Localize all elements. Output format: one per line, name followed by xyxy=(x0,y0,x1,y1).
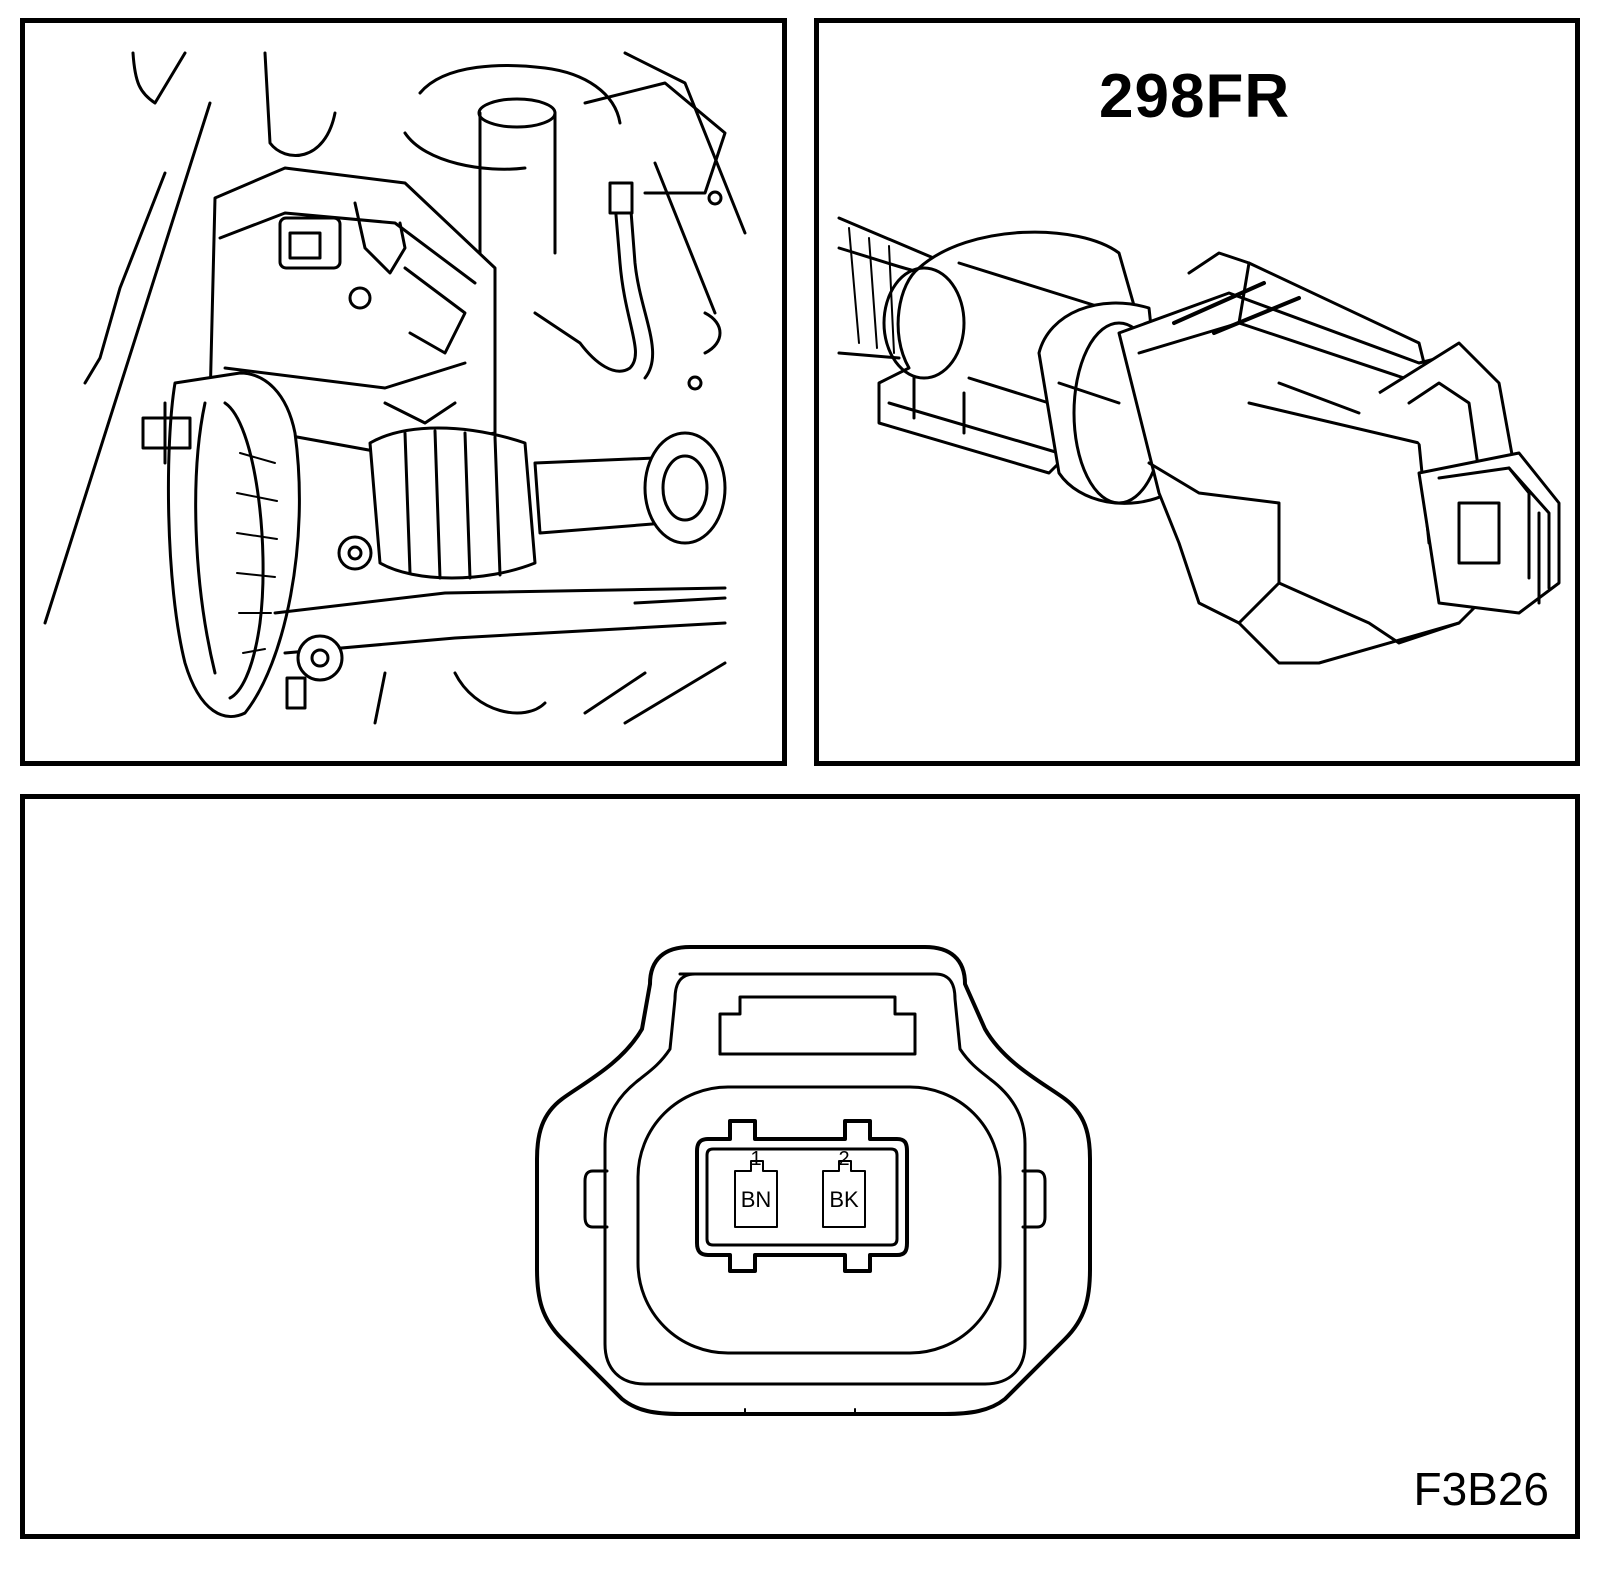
part-number-label: 298FR xyxy=(1099,62,1291,131)
pin-2-box xyxy=(822,1160,866,1228)
pin-1-box xyxy=(734,1160,778,1228)
pin-2-number: 2 xyxy=(838,1148,849,1170)
connector-illustration xyxy=(837,216,1561,665)
pinout-panel: 1 BN 2 BK F3B26 xyxy=(20,794,1580,1539)
connector-face-diagram: 1 BN 2 BK xyxy=(535,945,1092,1416)
pin-2-wire-color: BK xyxy=(829,1187,859,1212)
wheel-hub-illustration xyxy=(43,51,747,725)
pin-1-wire-color: BN xyxy=(741,1187,772,1212)
wheel-hub-panel xyxy=(20,18,787,766)
connector-panel: 298FR xyxy=(814,18,1580,766)
pin-1-number: 1 xyxy=(750,1148,761,1170)
figure-code: F3B26 xyxy=(1413,1463,1549,1515)
